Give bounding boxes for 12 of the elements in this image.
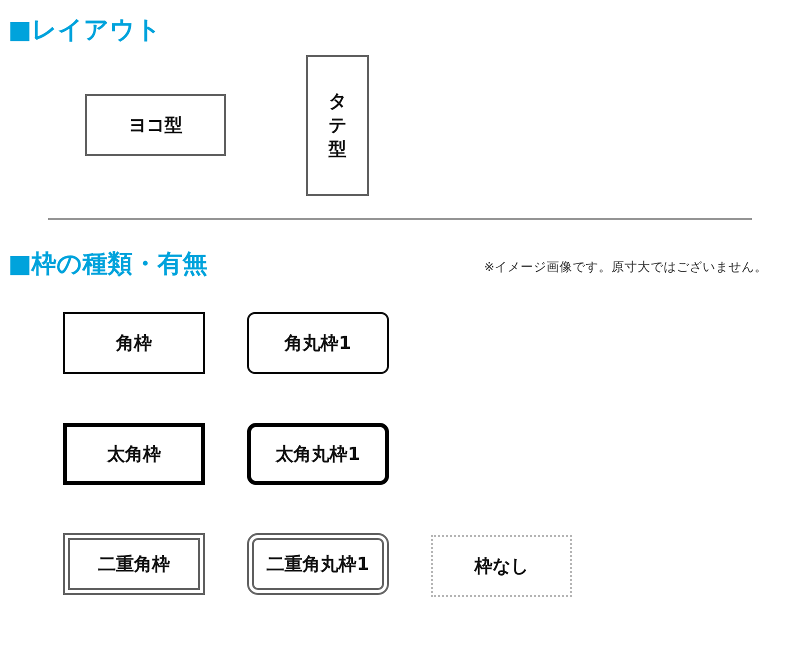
- double-rounded-box: 二重角丸枠1: [247, 533, 389, 595]
- section-heading: ■枠の種類・有無: [8, 249, 208, 279]
- dotted-box: 枠なし: [431, 535, 572, 597]
- thick-rectangle-box: 太角枠: [63, 423, 205, 485]
- rectangle-box: 角枠: [63, 312, 205, 374]
- note-text: ※イメージ画像です。原寸大ではございません。: [484, 259, 768, 275]
- section-heading: ■レイアウト: [8, 15, 162, 45]
- double-border-box: 二重角枠: [63, 533, 205, 595]
- thick-rounded-box: 太角丸枠1: [247, 423, 389, 485]
- rectangle-box: ヨコ型: [85, 94, 226, 156]
- rounded-box: 角丸枠1: [247, 312, 389, 374]
- tall-rectangle-box: タテ型: [306, 55, 369, 196]
